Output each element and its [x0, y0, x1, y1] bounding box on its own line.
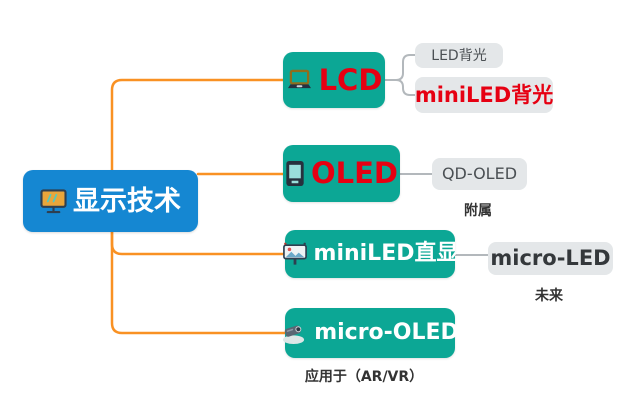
- node-led-backlight[interactable]: LED背光: [415, 43, 503, 68]
- node-lcd[interactable]: LCD: [283, 52, 385, 108]
- connector-root-lcd: [110, 78, 285, 172]
- connector-root-miniled: [110, 229, 287, 256]
- note-future[interactable]: 未来: [535, 288, 563, 304]
- node-micro-oled[interactable]: micro-OLED: [283, 308, 459, 358]
- tablet-icon: [286, 160, 304, 187]
- connector-lcd-ledbacklight: [384, 54, 416, 81]
- laptop-icon: [287, 69, 311, 88]
- child-label-miniled-backlight: miniLED背光: [414, 82, 554, 107]
- note-applied-to-arvr[interactable]: 应用于（AR/VR）: [304, 369, 424, 385]
- node-display-technology[interactable]: 显示技术: [23, 170, 198, 232]
- branch-label-micro-oled: micro-OLED: [314, 320, 459, 345]
- connector-lcd-miniledbacklight: [384, 79, 416, 96]
- node-qd-oled[interactable]: QD-OLED: [432, 158, 527, 190]
- connector-root-microoled: [110, 229, 287, 335]
- root-label: 显示技术: [73, 185, 181, 217]
- note-affiliated[interactable]: 附属: [464, 203, 492, 219]
- node-micro-led[interactable]: micro-LED: [488, 242, 613, 275]
- node-oled[interactable]: OLED: [283, 145, 400, 202]
- child-label-led-backlight: LED背光: [431, 47, 487, 64]
- child-label-qd-oled: QD-OLED: [441, 164, 518, 183]
- branch-label-miniled-direct: miniLED直显: [313, 241, 459, 266]
- node-miniled-direct[interactable]: miniLED直显: [282, 230, 459, 278]
- node-miniled-backlight[interactable]: miniLED背光: [415, 77, 553, 113]
- branch-label-oled: OLED: [310, 156, 398, 190]
- billboard-icon: [282, 242, 307, 265]
- branch-label-lcd: LCD: [318, 62, 383, 97]
- monitor-icon: [40, 188, 67, 213]
- child-label-micro-led: micro-LED: [490, 246, 611, 270]
- projector-icon: [283, 325, 305, 344]
